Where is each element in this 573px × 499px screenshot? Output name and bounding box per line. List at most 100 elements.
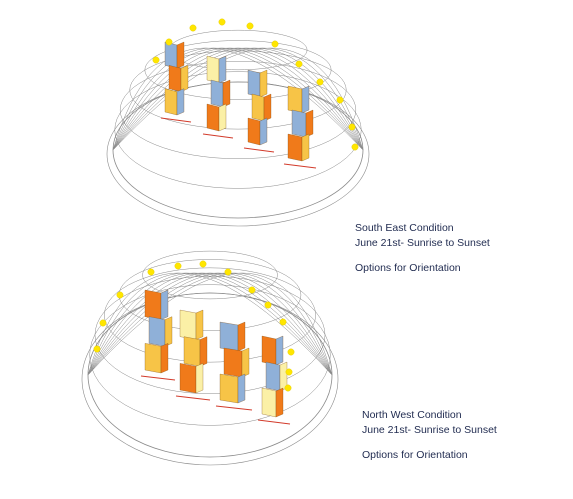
south-east-sun-path-dome [106,18,370,227]
massing-side-face [305,109,314,138]
massing-side-face [259,69,268,98]
massing-side-face [301,133,310,162]
dome-meridian-line [112,47,364,151]
ground-shadow-mark [243,147,275,153]
date-range: June 21st- Sunrise to Sunset [362,424,497,436]
massing-side-face [222,79,231,108]
dome-altitude-ring [114,71,362,189]
sun-marker [248,286,256,294]
massing-side-face [275,387,284,418]
sun-path-dome [81,250,339,466]
building-massing-group [160,41,317,169]
sun-marker [189,24,197,32]
dome-meridian-line [87,272,333,376]
sun-marker [336,96,344,104]
dome-meridian-line [87,272,333,376]
dome-meridian-line [112,47,364,151]
sun-marker [246,22,254,30]
massing-face [183,336,201,367]
massing-face [210,79,224,108]
massing-side-face [180,65,189,92]
dome-meridian-line [87,272,333,376]
sun-marker [224,268,232,276]
sun-marker [295,60,303,68]
massing-face [164,88,178,116]
massing-side-face [218,55,227,84]
dome-altitude-ring [89,284,331,426]
ground-shadow-mark [257,419,291,425]
sun-marker [279,318,287,326]
ground-shadow-mark [202,133,234,139]
sun-position-markers [152,18,359,151]
massing-face [291,109,307,138]
sun-marker [174,262,182,270]
sun-marker [165,38,173,46]
massing-side-face [195,363,204,394]
dome-altitude-ring [94,275,326,395]
sun-marker [218,18,226,26]
massing-face [179,363,197,394]
dome-meridian-line [112,47,364,151]
massing-face [219,321,239,352]
sun-marker [116,291,124,299]
ground-shadow-mark [140,375,176,381]
sun-marker [99,319,107,327]
massing-side-face [301,85,310,114]
sun-path-dome [106,29,370,227]
orientation-options: Options for Orientation [355,262,461,274]
orientation-options: Options for Orientation [362,449,468,461]
dome-altitude-ring [144,40,332,100]
dome-meridian-line [87,272,333,376]
dome-altitude-ring [142,250,278,300]
massing-face [261,387,277,418]
dome-altitude-ring [168,29,308,71]
massing-face [168,65,182,92]
massing-side-face [164,316,173,347]
sun-marker [152,56,160,64]
sun-marker [264,301,272,309]
south-east-panel: South East Condition June 21st- Sunrise … [106,18,490,274]
sun-marker [348,123,356,131]
ground-shadow-mark [175,395,211,401]
dome-meridian-line [87,272,333,376]
dome-meridian-line [112,47,364,151]
massing-face [179,309,197,340]
massing-face [261,335,277,366]
massing-face [206,55,220,84]
north-west-sun-path-dome [81,250,339,466]
massing-side-face [275,335,284,366]
sun-marker [271,40,279,48]
dome-meridian-line [112,47,364,151]
massing-side-face [160,289,169,320]
massing-face [251,93,265,122]
north-west-caption: North West Condition June 21st- Sunrise … [362,408,497,463]
massing-face [206,103,220,132]
dome-meridian-line [112,47,364,151]
condition-title: South East Condition [355,222,454,234]
dome-outer-ring [106,81,370,227]
massing-side-face [176,88,185,116]
massing-face [144,343,162,374]
sun-marker [93,345,101,353]
sun-marker [287,348,295,356]
sun-marker [147,268,155,276]
massing-side-face [237,321,246,352]
massing-face [144,289,162,320]
date-range: June 21st- Sunrise to Sunset [355,237,490,249]
south-east-caption: South East Condition June 21st- Sunrise … [355,221,490,276]
dome-meridian-line [87,272,333,376]
massing-side-face [160,343,169,374]
ground-shadow-mark [215,405,253,411]
dome-altitude-ring [119,61,357,159]
massing-side-face [176,41,185,69]
massing-face [164,41,178,69]
massing-side-face [241,347,250,378]
dome-meridian-line [87,272,333,376]
sun-marker [284,384,292,392]
dome-altitude-ring [129,50,347,130]
massing-side-face [199,336,208,367]
massing-side-face [218,103,227,132]
dome-meridian-line [87,272,333,376]
sun-position-markers [93,260,295,392]
massing-face [287,85,303,114]
